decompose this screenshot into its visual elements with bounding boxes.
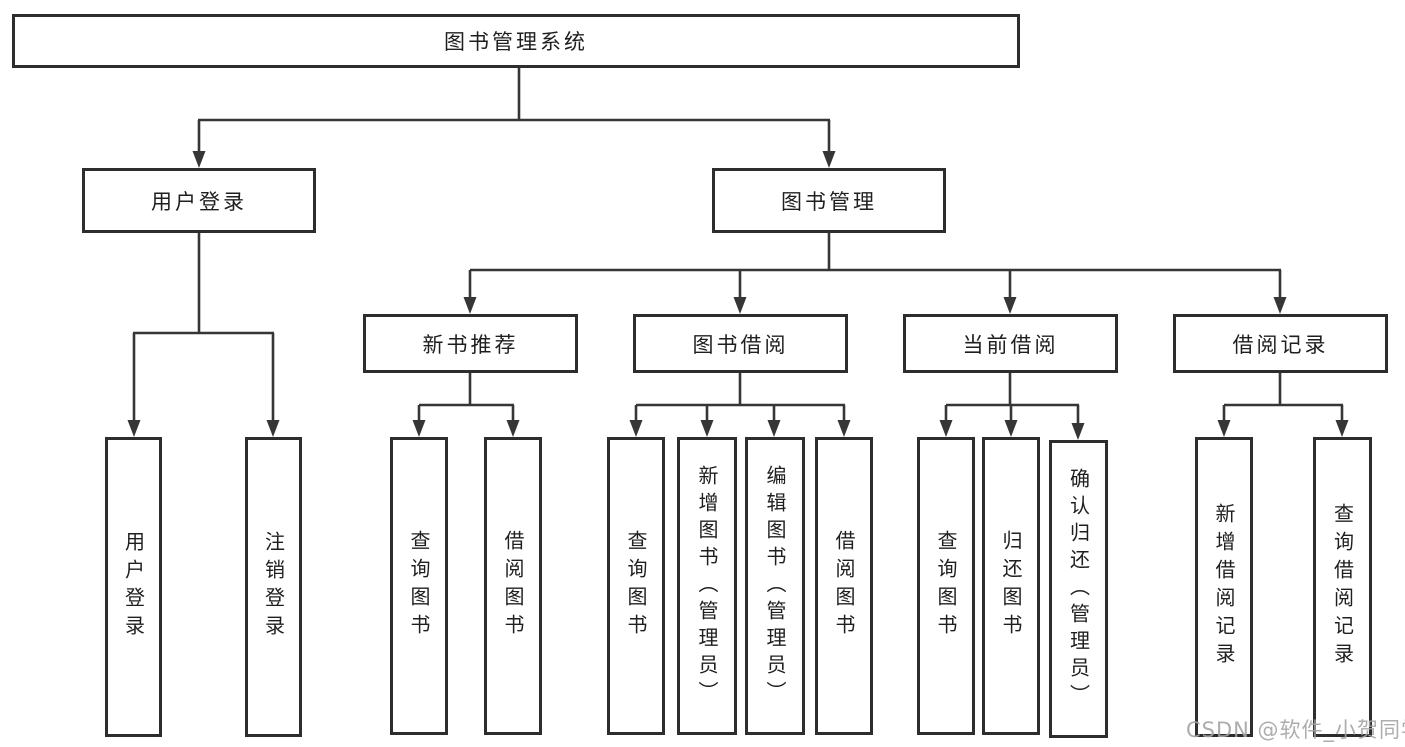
- node-current-borrowing: 当前借阅: [903, 314, 1118, 373]
- leaf-query-borrow-record: 查询借阅记录: [1313, 437, 1372, 737]
- leaf-add-books-admin: 新增图书（管理员）: [677, 437, 737, 735]
- leaf-edit-books-admin: 编辑图书（管理员）: [745, 437, 805, 735]
- watermark: CSDN @软件_小贺同学: [1186, 718, 1405, 742]
- node-new-book-recommendation: 新书推荐: [363, 314, 578, 373]
- leaf-borrow-books-1: 借阅图书: [484, 437, 542, 735]
- leaf-query-books-3: 查询图书: [917, 437, 975, 735]
- leaf-query-books-2: 查询图书: [607, 437, 665, 735]
- node-borrowing-records: 借阅记录: [1173, 314, 1388, 373]
- leaf-user-login: 用户登录: [105, 437, 162, 737]
- leaf-borrow-books-2: 借阅图书: [815, 437, 873, 735]
- node-library-management-system: 图书管理系统: [12, 14, 1020, 68]
- leaf-return-books: 归还图书: [982, 437, 1040, 735]
- leaf-confirm-return-admin: 确认归还（管理员）: [1049, 440, 1108, 738]
- leaf-logout: 注销登录: [245, 437, 302, 737]
- leaf-query-books-1: 查询图书: [390, 437, 448, 735]
- node-user-login: 用户登录: [82, 168, 316, 233]
- node-book-management: 图书管理: [712, 168, 946, 233]
- node-book-borrowing: 图书借阅: [633, 314, 848, 373]
- leaf-add-borrow-record: 新增借阅记录: [1195, 437, 1253, 737]
